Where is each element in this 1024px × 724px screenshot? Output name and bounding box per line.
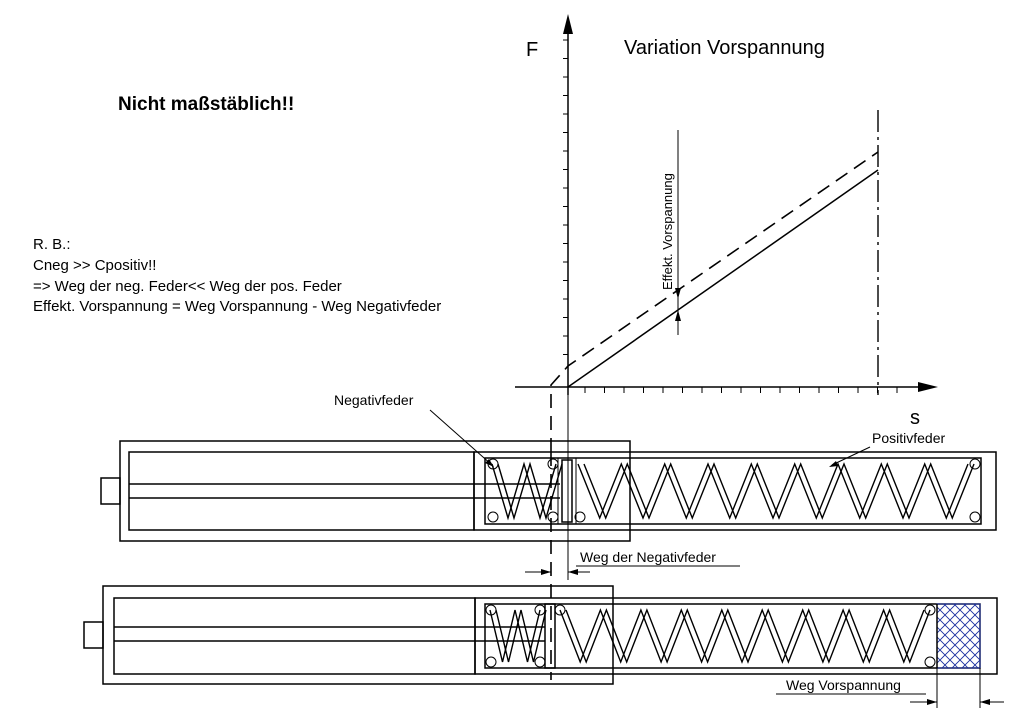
negativfeder-coil-compressed (489, 609, 541, 663)
weg-vorspannung-dimension (776, 668, 1004, 708)
effekt-dimension (675, 130, 681, 335)
negativfeder-leader (429, 409, 493, 466)
positivfeder-coil-inner (583, 462, 975, 520)
effekt-label: Effekt. Vorspannung (660, 173, 675, 290)
y-axis-label: F (526, 39, 538, 61)
note-line-3: => Weg der neg. Feder<< Weg der pos. Fed… (33, 278, 342, 295)
assembly-top (100, 440, 997, 542)
positivfeder-coil-preloaded-inner (565, 608, 931, 664)
note-line-4: Effekt. Vorspannung = Weg Vorspannung - … (33, 298, 441, 315)
negativfeder-coil-inner (497, 461, 563, 521)
x-axis-label: s (910, 407, 920, 429)
preload-hatch (936, 603, 981, 669)
weg-negativfeder-label: Weg der Negativfeder (580, 549, 716, 565)
positivfeder-leader (831, 446, 871, 466)
negativfeder-label: Negativfeder (334, 392, 414, 408)
characteristic-lines (550, 151, 879, 452)
positivfeder-coil (577, 462, 969, 520)
scale-warning: Nicht maßstäblich!! (118, 94, 294, 115)
travel-axis (515, 382, 938, 393)
note-line-1: R. B.: (33, 236, 71, 253)
positivfeder-label: Positivfeder (872, 430, 945, 446)
negativfeder-coil (491, 461, 557, 521)
weg-negativfeder-dimension (525, 565, 740, 575)
negativfeder-coil-compressed-inner (495, 609, 547, 663)
weg-vorspannung-label: Weg Vorspannung (786, 677, 901, 693)
chart-title: Variation Vorspannung (624, 37, 825, 59)
positivfeder-coil-preloaded (559, 608, 925, 664)
note-line-2: Cneg >> Cpositiv!! (33, 257, 156, 274)
assembly-bottom (83, 585, 998, 685)
force-axis (563, 14, 573, 395)
